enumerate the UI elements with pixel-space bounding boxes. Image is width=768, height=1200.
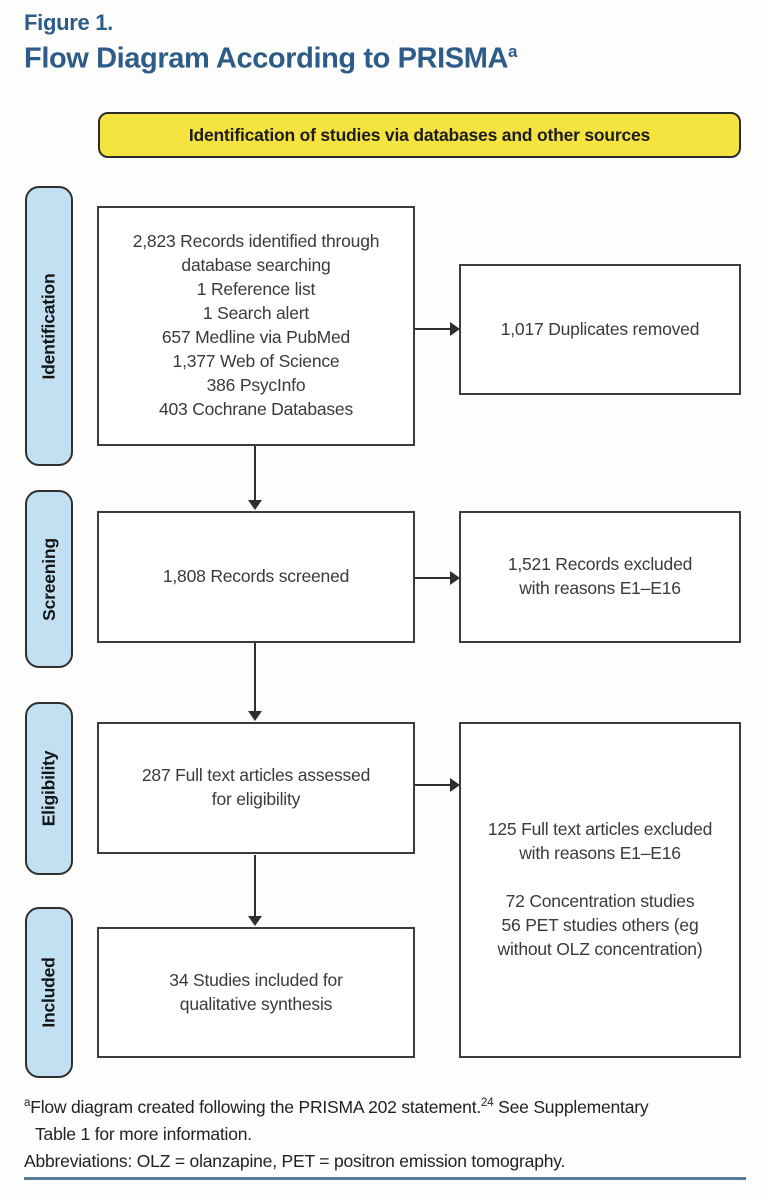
stage-label-screening: Screening: [25, 490, 73, 668]
down-arrow-identification-to-screening: [254, 446, 256, 501]
right-arrow-to-fulltext-excluded: [415, 784, 451, 786]
figure-label: Figure 1.: [24, 10, 113, 35]
down-arrowhead-1-icon: [248, 500, 262, 510]
records-identified-text: 2,823 Records identified through databas…: [132, 231, 380, 419]
footnotes: aFlow diagram created following the PRIS…: [24, 1090, 746, 1175]
duplicates-removed-box: 1,017 Duplicates removed: [459, 264, 741, 395]
footnote-tail: See Supplementary: [493, 1096, 649, 1117]
stage-label-screening-text: Screening: [38, 537, 59, 621]
figure-title-superscript: a: [508, 42, 518, 61]
footnote-line-2: Table 1 for more information.: [35, 1123, 252, 1144]
footnote-line-1: aFlow diagram created following the PRIS…: [24, 1090, 746, 1121]
right-arrowhead-2-icon: [450, 571, 460, 585]
fulltext-excluded-text: 125 Full text articles excluded with rea…: [487, 819, 713, 959]
down-arrow-eligibility-to-included: [254, 855, 256, 917]
stage-label-eligibility-text: Eligibility: [38, 750, 59, 827]
studies-included-text: 34 Studies included for qualitative synt…: [169, 969, 343, 1014]
stage-label-identification-text: Identification: [38, 272, 59, 380]
right-arrow-to-duplicates: [415, 328, 451, 330]
records-screened-text: 1,808 Records screened: [162, 566, 350, 587]
right-arrowhead-3-icon: [450, 778, 460, 792]
down-arrow-screening-to-eligibility: [254, 643, 256, 712]
records-excluded-box: 1,521 Records excluded with reasons E1–E…: [459, 511, 741, 643]
stage-label-included-text: Included: [38, 957, 59, 1028]
right-arrowhead-1-icon: [450, 322, 460, 336]
records-screened-box: 1,808 Records screened: [97, 511, 415, 643]
footnote-reference-superscript: 24: [481, 1097, 494, 1109]
footnote-text: Flow diagram created following the PRISM…: [30, 1096, 482, 1117]
figure-title-text: Flow Diagram According to PRISMA: [24, 42, 508, 75]
fulltext-assessed-text: 287 Full text articles assessed for elig…: [141, 765, 371, 809]
bottom-divider-rule: [24, 1177, 746, 1180]
identification-sources-banner: Identification of studies via databases …: [98, 112, 741, 158]
studies-included-box: 34 Studies included for qualitative synt…: [97, 927, 415, 1058]
down-arrowhead-2-icon: [248, 711, 262, 721]
duplicates-removed-text: 1,017 Duplicates removed: [500, 318, 700, 339]
abbreviations-line: Abbreviations: OLZ = olanzapine, PET = p…: [24, 1150, 566, 1171]
figure-title: Flow Diagram According to PRISMAa: [24, 42, 517, 76]
footnote-superscript-a: a: [24, 1097, 31, 1109]
right-arrow-to-records-excluded: [415, 577, 451, 579]
records-excluded-text: 1,521 Records excluded with reasons E1–E…: [507, 554, 693, 598]
banner-text: Identification of studies via databases …: [188, 124, 651, 145]
stage-label-identification: Identification: [25, 186, 73, 466]
records-identified-box: 2,823 Records identified through databas…: [97, 206, 415, 446]
fulltext-assessed-box: 287 Full text articles assessed for elig…: [97, 722, 415, 854]
fulltext-excluded-box: 125 Full text articles excluded with rea…: [459, 722, 741, 1058]
down-arrowhead-3-icon: [248, 916, 262, 926]
stage-label-included: Included: [25, 907, 73, 1078]
stage-label-eligibility: Eligibility: [25, 702, 73, 875]
